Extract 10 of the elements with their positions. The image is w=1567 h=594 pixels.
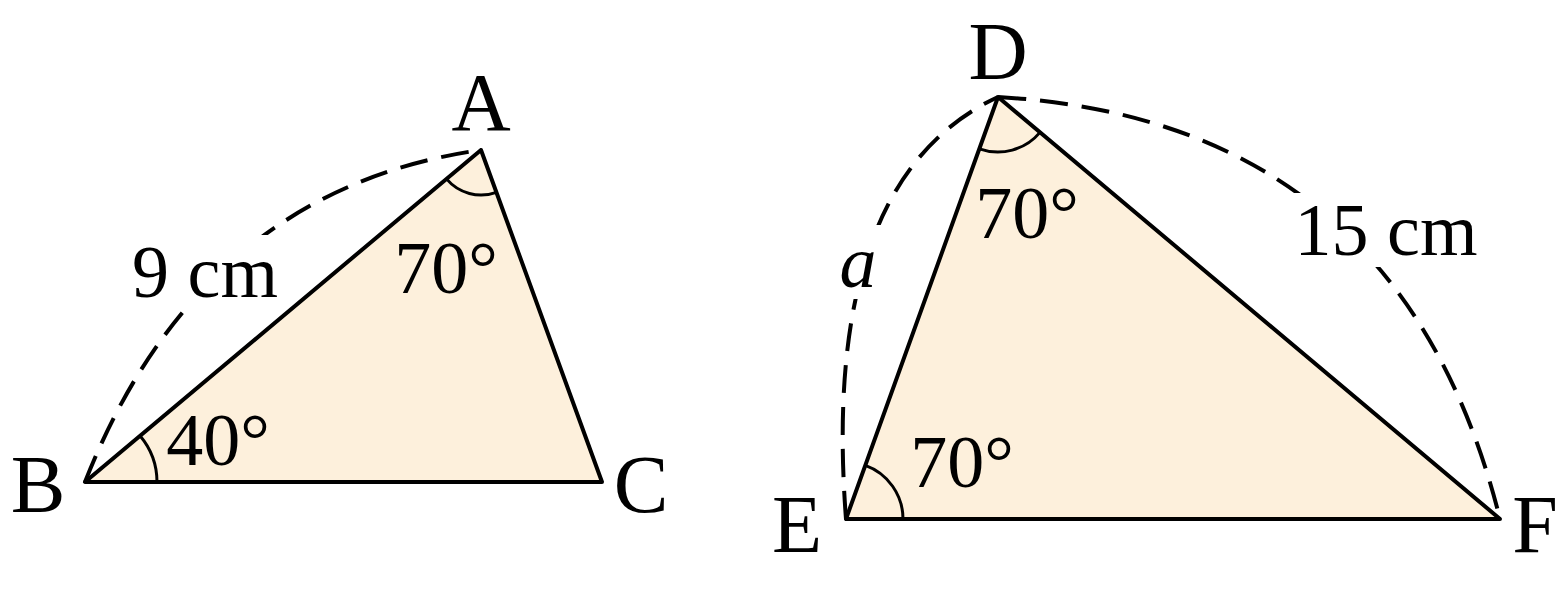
- vertex-label: B: [10, 444, 66, 526]
- vertex-label: C: [613, 444, 669, 526]
- vertex-label: A: [451, 62, 511, 144]
- vertex-label: D: [968, 11, 1028, 93]
- angle-label: 70°: [975, 176, 1079, 250]
- vertex-label: F: [1512, 484, 1558, 566]
- angle-label: 70°: [910, 425, 1014, 499]
- angle-label: 70°: [394, 231, 498, 305]
- vertex-label: E: [771, 484, 823, 566]
- angle-label: 40°: [166, 403, 270, 477]
